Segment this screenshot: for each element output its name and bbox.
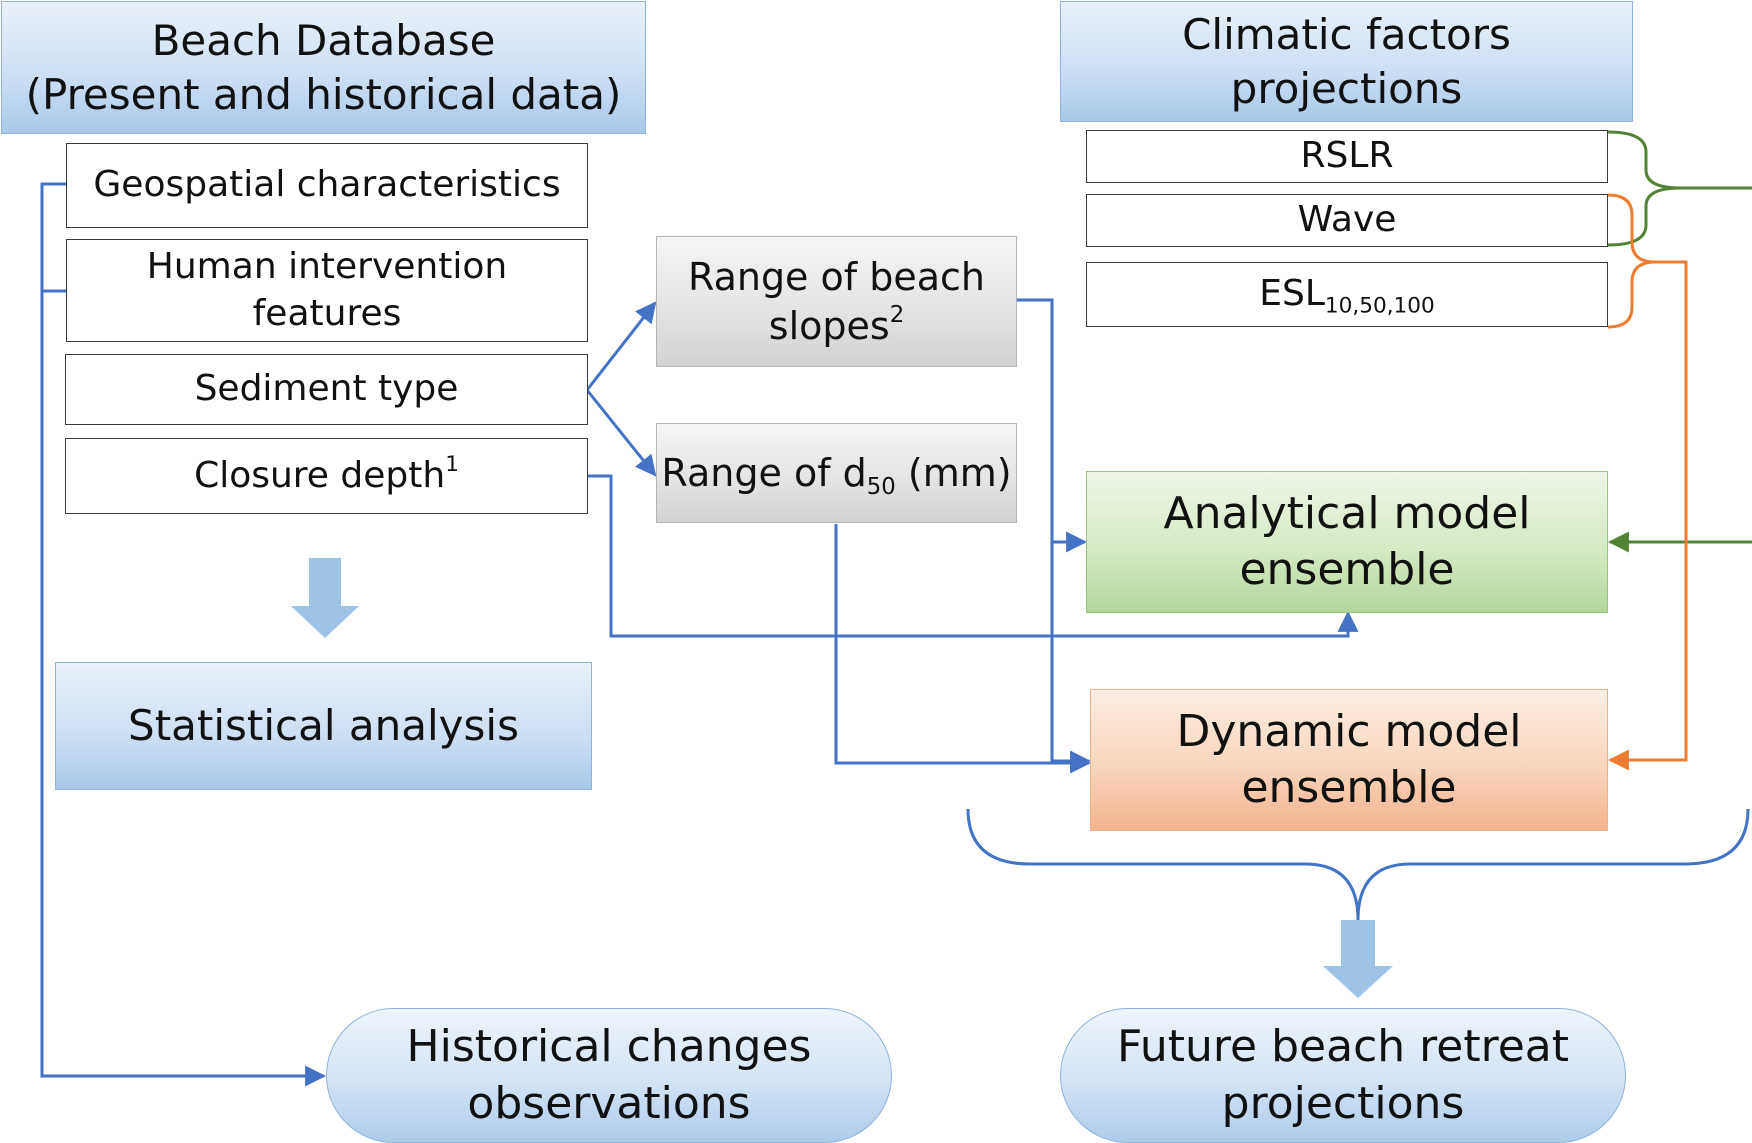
- closure-depth-box: Closure depth1: [65, 438, 588, 514]
- geospatial-characteristics-label: Geospatial characteristics: [93, 164, 561, 206]
- human-intervention-label-line2: features: [252, 292, 402, 334]
- climatic-factors-header: Climatic factors projections: [1060, 1, 1633, 122]
- dynamic-model-label-line2: ensemble: [1241, 762, 1457, 813]
- d50-to-dynamic-connector: [834, 524, 1092, 774]
- down-block-arrow-to-future: [1323, 920, 1393, 998]
- beach-slopes-range-box: Range of beach slopes2: [656, 236, 1017, 367]
- esl-subscript: 10,50,100: [1324, 294, 1435, 319]
- wave-box: Wave: [1086, 194, 1608, 247]
- closure-to-analytical-connector: [587, 474, 1359, 638]
- beach-database-header: Beach Database (Present and historical d…: [1, 1, 646, 134]
- analytical-model-label-line1: Analytical model: [1163, 487, 1531, 539]
- historical-changes-label-line1: Historical changes: [406, 1021, 812, 1073]
- slopes-to-dynamic-connector: [1050, 542, 1092, 772]
- sediment-to-slopes-arrow: [585, 301, 657, 391]
- d50-suffix: (mm): [895, 450, 1012, 495]
- statistical-analysis-box: Statistical analysis: [55, 662, 592, 790]
- d50-range-label: Range of d50 (mm): [661, 449, 1011, 498]
- beach-slopes-text: slopes: [768, 303, 890, 348]
- future-retreat-label-line1: Future beach retreat: [1117, 1021, 1569, 1073]
- inputs-to-historical-connector: [40, 182, 327, 1087]
- beach-database-subtitle: (Present and historical data): [25, 69, 622, 119]
- rslr-label: RSLR: [1300, 135, 1394, 177]
- beach-slopes-label-line2: slopes2: [688, 302, 985, 351]
- analytical-model-label-line2: ensemble: [1239, 544, 1455, 595]
- esl-box: ESL10,50,100: [1086, 262, 1608, 327]
- d50-prefix: Range of d: [661, 450, 867, 495]
- future-retreat-label-line2: projections: [1221, 1077, 1465, 1129]
- esl-label: ESL10,50,100: [1259, 271, 1435, 317]
- historical-changes-label-line2: observations: [467, 1077, 751, 1129]
- wave-esl-brace: [1607, 193, 1656, 329]
- dynamic-model-box: Dynamic model ensemble: [1090, 689, 1608, 831]
- statistical-analysis-label: Statistical analysis: [128, 701, 519, 751]
- sediment-type-box: Sediment type: [65, 354, 588, 425]
- d50-range-box: Range of d50 (mm): [656, 423, 1017, 523]
- closure-depth-text: Closure depth: [194, 454, 446, 496]
- beach-slopes-label-line1: Range of beach: [688, 254, 985, 299]
- down-block-arrow-to-statistics: [291, 558, 359, 638]
- brace-to-dynamic-connector: [1607, 260, 1688, 771]
- human-intervention-label-line1: Human intervention: [146, 246, 508, 288]
- wave-label: Wave: [1297, 199, 1397, 241]
- analytical-model-box: Analytical model ensemble: [1086, 471, 1608, 613]
- human-intervention-box: Human intervention features: [66, 239, 588, 342]
- beach-database-title: Beach Database: [151, 15, 496, 65]
- historical-changes-box: Historical changes observations: [326, 1008, 892, 1143]
- future-retreat-box: Future beach retreat projections: [1060, 1008, 1626, 1143]
- sediment-type-label: Sediment type: [194, 368, 459, 410]
- rslr-wave-brace: [1607, 130, 1681, 247]
- geospatial-characteristics-box: Geospatial characteristics: [66, 143, 588, 228]
- esl-text: ESL: [1259, 273, 1325, 315]
- climatic-factors-title: Climatic factors projections: [1182, 9, 1511, 113]
- rslr-box: RSLR: [1086, 130, 1608, 183]
- closure-depth-label: Closure depth1: [194, 453, 459, 499]
- d50-subscript: 50: [866, 473, 896, 500]
- sediment-to-d50-arrow: [585, 389, 657, 477]
- closure-depth-footnote: 1: [445, 451, 459, 477]
- slopes-to-analytical-connector: [1016, 298, 1088, 553]
- dynamic-model-label-line1: Dynamic model: [1176, 705, 1522, 757]
- beach-slopes-footnote: 2: [889, 301, 905, 328]
